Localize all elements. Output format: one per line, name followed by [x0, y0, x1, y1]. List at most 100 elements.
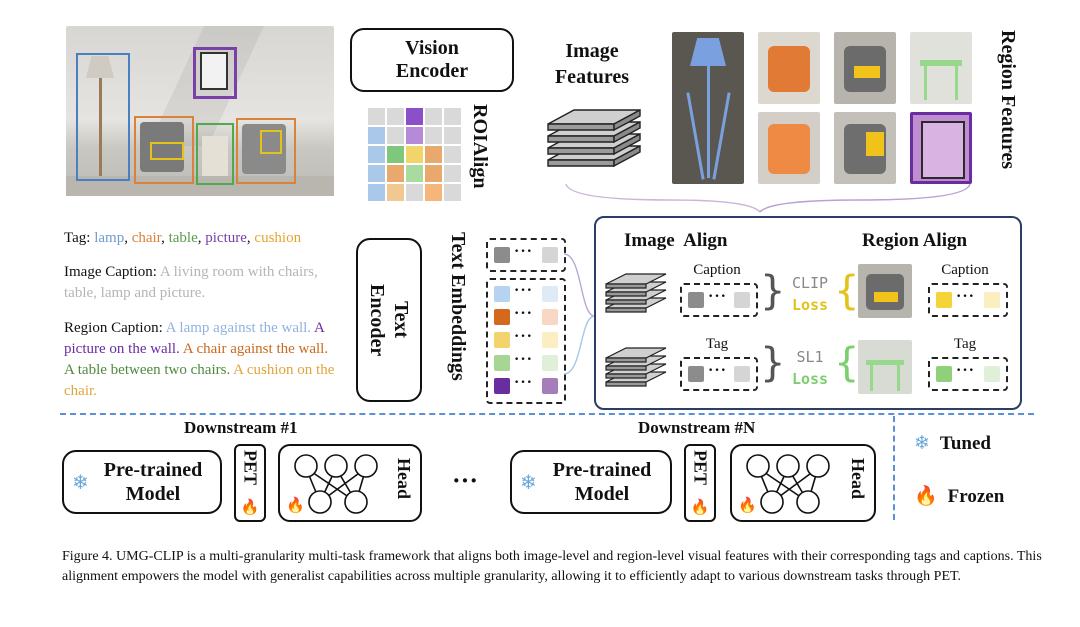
- legend-tuned-label: Tuned: [939, 433, 991, 454]
- roialign-cell: [425, 127, 442, 144]
- embedding-square: [542, 309, 558, 325]
- roialign-cell: [406, 108, 423, 125]
- roialign-cell: [368, 146, 385, 163]
- embedding-ellipsis: ···: [514, 305, 534, 322]
- roialign-cell: [387, 165, 404, 182]
- roialign-cell: [444, 108, 461, 125]
- pet-box-n: PET 🔥: [684, 444, 716, 522]
- align-panel: [594, 216, 1022, 410]
- brace-right-2: }: [760, 340, 786, 386]
- roialign-cell: [444, 127, 461, 144]
- pet-box-1: PET 🔥: [234, 444, 266, 522]
- roialign-cell: [387, 127, 404, 144]
- downstream-n-label: Downstream #N: [638, 418, 756, 437]
- region-align-crop-cushion: [858, 264, 912, 318]
- embedding-square: [542, 378, 558, 394]
- image-align-tag-label: Tag: [705, 336, 729, 352]
- head-box-n: 🔥 Head: [730, 444, 876, 522]
- roialign-cell: [406, 165, 423, 182]
- roialign-cell: [425, 146, 442, 163]
- roialign-cell: [425, 165, 442, 182]
- clip-loss-label: Loss: [791, 296, 829, 314]
- flame-icon: 🔥: [914, 485, 938, 507]
- embedding-square: [494, 286, 510, 302]
- picture-bbox: [193, 47, 237, 99]
- image-align-caption-embedding: ···: [680, 283, 758, 317]
- tag-item: cushion: [254, 230, 302, 246]
- roialign-grid: [368, 108, 462, 202]
- brace-left-2: {: [834, 340, 860, 386]
- image-align-tag-embedding: ···: [680, 357, 758, 391]
- chair-bbox-right: [236, 118, 296, 184]
- snowflake-icon: ❄: [520, 470, 537, 494]
- vertical-divider: [893, 416, 895, 520]
- embedding-ellipsis: ···: [514, 328, 534, 345]
- head-label-n: Head: [848, 458, 868, 500]
- text-encoder-box: Text Encoder: [356, 238, 422, 402]
- region-align-tag-embedding: ···: [928, 357, 1008, 391]
- image-caption-label: Image Caption:: [64, 264, 160, 280]
- roialign-cell: [387, 108, 404, 125]
- feature-brace: [565, 183, 971, 213]
- region-caption-part: A lamp against the wall.: [165, 320, 314, 336]
- region-caption-part: A cushion on the chair.: [64, 362, 335, 399]
- embedding-ellipsis: ···: [514, 351, 534, 368]
- vision-encoder-box: Vision Encoder: [350, 28, 514, 92]
- roialign-cell: [444, 165, 461, 182]
- pretrained-model-box-n: ❄ Pre-trained Model: [510, 450, 672, 514]
- chair-bbox-left: [134, 116, 194, 184]
- embedding-square: [542, 286, 558, 302]
- embedding-square: [494, 309, 510, 325]
- image-features-stack: [547, 108, 641, 168]
- roialign-cell: [368, 127, 385, 144]
- embedding-ellipsis: ···: [514, 374, 534, 391]
- sl1-label: SL1: [796, 348, 824, 366]
- flame-icon: 🔥: [286, 496, 305, 514]
- table-bbox: [196, 123, 234, 185]
- roialign-cell: [444, 146, 461, 163]
- region-caption-part: A table between two chairs.: [64, 362, 234, 378]
- legend-frozen: 🔥Frozen: [914, 484, 1004, 508]
- roialign-cell: [406, 146, 423, 163]
- image-feature-stack-small-1: [605, 273, 667, 313]
- clip-label: CLIP: [791, 274, 829, 292]
- embedding-square: [494, 355, 510, 371]
- flame-icon: 🔥: [738, 496, 757, 514]
- sl1-loss-label: Loss: [791, 370, 829, 388]
- roialign-cell: [368, 184, 385, 201]
- region-align-crop-table: [858, 340, 912, 394]
- snowflake-icon: ❄: [72, 470, 89, 494]
- roialign-cell: [387, 184, 404, 201]
- head-box-1: 🔥 Head: [278, 444, 422, 522]
- region-features-label: Region Features: [997, 30, 1019, 170]
- pretrained-model-label-1: Pre-trained Model: [103, 459, 203, 505]
- tag-item: lamp: [94, 230, 125, 246]
- downstream-ellipsis: ···: [452, 466, 479, 495]
- region-crop-table: [910, 32, 972, 104]
- pet-label-1: PET: [240, 450, 261, 486]
- text-embeddings-label: Text Embeddings: [447, 232, 469, 381]
- region-caption-part: A chair against the wall.: [182, 341, 329, 357]
- region-align-caption-embedding: ···: [928, 283, 1008, 317]
- tag-line-label: Tag:: [64, 230, 95, 246]
- embedding-square: [494, 332, 510, 348]
- embedding-square: [542, 355, 558, 371]
- roialign-cell: [444, 184, 461, 201]
- pet-label-n: PET: [690, 450, 711, 486]
- roialign-cell: [368, 165, 385, 182]
- region-align-tag-label: Tag: [953, 336, 977, 352]
- text-encoder-label: Text Encoder: [366, 283, 412, 357]
- image-feature-stack-small-2: [605, 347, 667, 387]
- scene-photo: [66, 26, 334, 196]
- brace-right-1: }: [760, 268, 786, 314]
- roialign-cell: [425, 184, 442, 201]
- brace-left-1: {: [834, 268, 860, 314]
- region-crop-chair-1: [758, 32, 820, 104]
- embedding-square: [494, 378, 510, 394]
- embedding-ellipsis: ···: [514, 282, 534, 299]
- region-caption-label: Region Caption:: [64, 320, 166, 336]
- tag-line: Tag: lamp, chair, table, picture, cushio…: [64, 230, 302, 246]
- embedding-square: [542, 332, 558, 348]
- legend-tuned: ❄Tuned: [914, 432, 991, 455]
- roialign-cell: [425, 108, 442, 125]
